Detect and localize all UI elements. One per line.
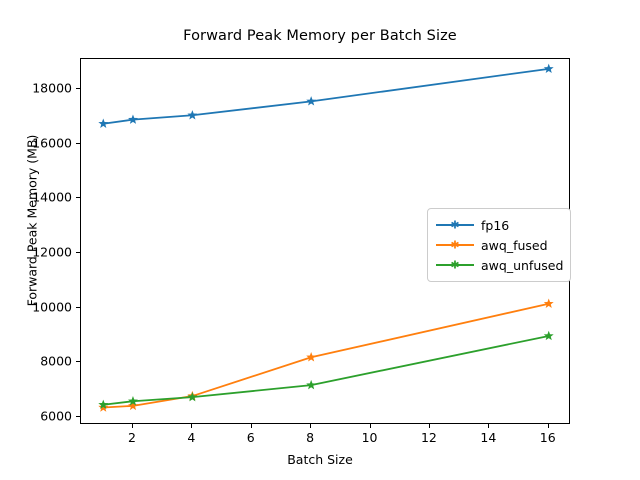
legend-line-1 — [436, 244, 474, 246]
x-axis-label: Batch Size — [287, 452, 353, 467]
x-tick-mark — [131, 424, 133, 428]
star-marker-icon — [98, 118, 109, 128]
legend-swatch-icon-1: ✱ — [436, 238, 474, 252]
legend-swatch-icon-2: ✱ — [436, 258, 474, 272]
legend-item-0[interactable]: ✱ fp16 — [436, 215, 562, 235]
y-tick-label: 6000 — [40, 408, 72, 424]
legend-line-0 — [436, 224, 474, 226]
x-tick-mark — [310, 424, 312, 428]
x-tick-label: 6 — [246, 430, 255, 445]
x-tick-label: 14 — [480, 430, 497, 445]
x-tick-mark — [250, 424, 252, 428]
star-marker-icon-1: ✱ — [450, 238, 460, 252]
legend-item-2[interactable]: ✱ awq_unfused — [436, 255, 564, 275]
x-tick-mark — [488, 424, 490, 428]
x-tick-label: 2 — [127, 430, 136, 445]
legend-item-1[interactable]: ✱ awq_fused — [436, 235, 562, 255]
star-marker-icon — [543, 63, 554, 74]
x-tick-label: 8 — [306, 430, 315, 445]
x-tick-mark — [191, 424, 193, 428]
series-line-fp16 — [103, 67, 549, 125]
x-tick-label: 4 — [187, 430, 196, 445]
y-tick-mark — [76, 361, 80, 363]
series-line-awq_unfused — [103, 335, 549, 406]
star-marker-icon — [306, 96, 317, 106]
x-tick-label: 10 — [361, 430, 378, 445]
y-tick-label: 12000 — [32, 244, 72, 260]
legend-swatch-icon-0: ✱ — [436, 218, 474, 232]
x-tick-mark — [369, 424, 371, 428]
star-marker-icon — [187, 110, 198, 120]
x-tick-label: 16 — [539, 430, 556, 445]
y-tick-mark — [76, 142, 80, 144]
star-marker-icon — [98, 399, 109, 409]
star-marker-icon — [128, 396, 138, 406]
star-marker-icon — [543, 330, 554, 341]
legend-label-0: fp16 — [481, 217, 510, 233]
y-tick-label: 8000 — [40, 353, 72, 369]
x-tick-mark — [547, 424, 549, 428]
chart-title: Forward Peak Memory per Batch Size — [183, 28, 457, 44]
star-marker-icon — [543, 298, 554, 308]
y-tick-mark — [76, 415, 80, 417]
y-tick-label: 14000 — [32, 189, 72, 205]
y-axis-tick-labels: 6000 8000 10000 12000 14000 16000 18000 — [0, 0, 72, 480]
star-marker-icon — [128, 114, 138, 124]
plot-svg — [98, 63, 554, 412]
y-tick-label: 18000 — [32, 80, 72, 96]
x-tick-mark — [428, 424, 430, 428]
y-tick-label: 10000 — [32, 299, 72, 315]
series-line-awq_fused — [103, 302, 549, 409]
y-tick-mark — [76, 306, 80, 308]
star-marker-icon — [306, 379, 317, 390]
star-marker-icon — [128, 400, 138, 411]
star-marker-icon — [306, 352, 317, 362]
star-marker-icon-0: ✱ — [450, 218, 460, 232]
y-tick-label: 16000 — [32, 135, 72, 151]
star-marker-icon — [187, 391, 198, 402]
star-marker-icon-2: ✱ — [450, 258, 460, 272]
legend-line-2 — [436, 264, 474, 266]
star-marker-icon — [98, 402, 109, 412]
legend-label-2: awq_unfused — [481, 257, 564, 273]
y-tick-mark — [76, 88, 80, 90]
x-tick-label: 12 — [420, 430, 437, 445]
legend-label-1: awq_fused — [481, 237, 548, 253]
chart-legend[interactable]: ✱ fp16 ✱ awq_fused ✱ awq_unfused — [427, 208, 571, 282]
y-tick-mark — [76, 251, 80, 253]
y-tick-mark — [76, 197, 80, 199]
